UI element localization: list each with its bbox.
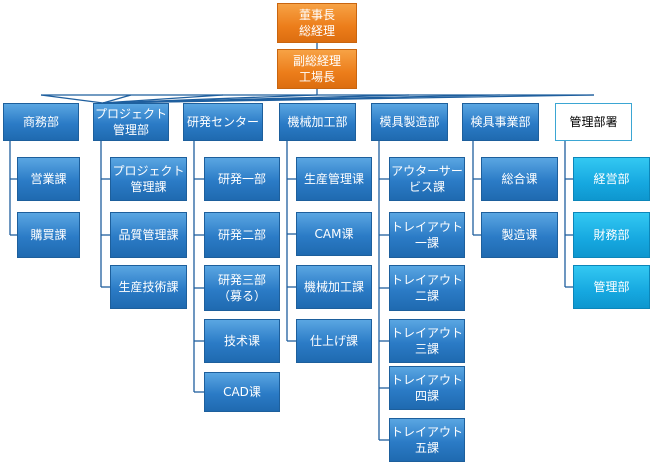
section-box: 生産管理课 — [296, 157, 372, 201]
section-box: CAM课 — [296, 212, 372, 256]
section-box: トレイアウト 四課 — [389, 366, 465, 410]
section-box: トレイアウト 一課 — [389, 212, 465, 258]
section-box: プロジェクト 管理課 — [110, 157, 187, 201]
section-box: 技术课 — [204, 319, 280, 363]
department-drop — [102, 94, 318, 104]
department-drop — [40, 94, 104, 104]
section-box: 生産技術課 — [110, 265, 187, 309]
department-drop — [102, 94, 410, 104]
dept-inspection: 検具事業部 — [462, 103, 539, 141]
dept-die-manufacturing: 模具製造部 — [371, 103, 448, 141]
section-box: 研発三部 （募る） — [204, 265, 280, 311]
section-box: 営業課 — [17, 157, 80, 201]
department-drop — [102, 94, 224, 104]
dept-administration: 管理部署 — [555, 103, 632, 141]
department-drop — [102, 94, 132, 104]
section-box: アウターサー ビス課 — [389, 157, 465, 201]
section-box: 品質管理課 — [110, 212, 187, 258]
dept-commerce: 商務部 — [3, 103, 79, 141]
dept-project-management: プロジェクト 管理部 — [93, 103, 169, 141]
section-box: 研発一部 — [204, 157, 280, 201]
section-box: 購買課 — [17, 212, 80, 258]
section-box: 経営部 — [573, 157, 650, 201]
section-box: 研発二部 — [204, 212, 280, 258]
section-box: 仕上げ課 — [296, 319, 372, 363]
department-drop — [102, 94, 501, 104]
section-box: 総合课 — [481, 157, 558, 201]
section-box: 管理部 — [573, 265, 650, 309]
dept-rd-center: 研発センター — [183, 103, 263, 141]
section-box: CAD课 — [204, 372, 280, 412]
dept-machining: 機械加工部 — [279, 103, 356, 141]
department-drop — [102, 94, 595, 104]
executive-chairman-box: 董事長 総経理 — [277, 3, 357, 43]
section-box: トレイアウト 五課 — [389, 418, 465, 462]
executive-vice-president-box: 副総経理 工場長 — [277, 49, 357, 89]
section-box: トレイアウト 二課 — [389, 265, 465, 311]
section-box: 財務部 — [573, 212, 650, 258]
section-box: 製造课 — [481, 212, 558, 258]
section-box: トレイアウト 三課 — [389, 319, 465, 363]
section-box: 機械加工課 — [296, 265, 372, 309]
